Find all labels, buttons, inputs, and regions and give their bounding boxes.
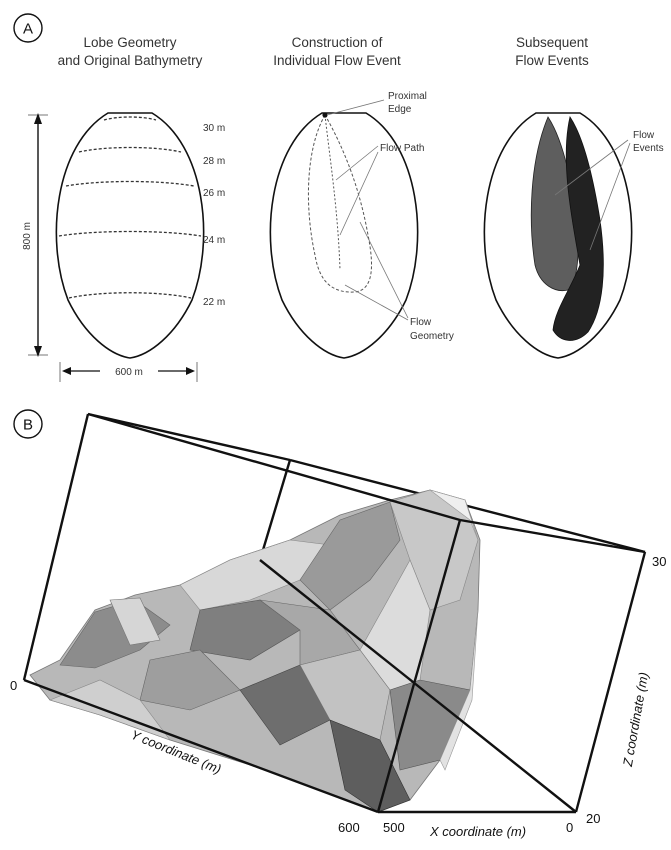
- col3-title-line1: Subsequent: [516, 35, 588, 50]
- col2-title-line2: Individual Flow Event: [273, 53, 401, 68]
- z-tick-high: 30: [652, 554, 666, 569]
- width-label: 600 m: [115, 367, 143, 378]
- y-tick-end: 600: [338, 820, 360, 835]
- x-tick-end: 0: [566, 820, 573, 835]
- flow-path-label: Flow Path: [380, 143, 424, 154]
- col2-title-line1: Construction of: [292, 35, 383, 50]
- proximal-edge-label-line1: Proximal: [388, 91, 427, 102]
- proximal-edge-point: [322, 112, 327, 117]
- contour-28: [79, 148, 181, 153]
- col1-title-line1: Lobe Geometry: [83, 35, 176, 50]
- panel-a: A Lobe Geometry and Original Bathymetry …: [14, 14, 664, 382]
- panel-a-label: A: [23, 21, 33, 38]
- height-label: 800 m: [22, 222, 33, 250]
- flow-events-label-line2: Events: [633, 143, 664, 154]
- lobe-2: [270, 100, 417, 358]
- contour-24: [59, 232, 201, 237]
- z-tick-low: 20: [586, 811, 600, 826]
- x-tick-start: 500: [383, 820, 405, 835]
- col3-title-line2: Flow Events: [515, 53, 589, 68]
- flow-path-line: [325, 115, 340, 270]
- contour-26: [66, 182, 194, 187]
- depth-22-label: 22 m: [203, 297, 225, 308]
- contour-30: [104, 117, 156, 120]
- flow-geometry-outline: [308, 115, 371, 292]
- depth-30-label: 30 m: [203, 123, 225, 134]
- flow-geometry-label-line1: Flow: [410, 317, 432, 328]
- contour-22: [69, 293, 191, 298]
- surface-3d: [30, 490, 480, 812]
- lobe-1: [56, 113, 203, 358]
- panel-b: B: [10, 410, 666, 839]
- lobe-1-outline: [56, 113, 203, 358]
- z-axis-label: Z coordinate (m): [620, 671, 652, 769]
- flow-events-label-line1: Flow: [633, 130, 655, 141]
- y-tick-start: 0: [10, 678, 17, 693]
- panel-b-label: B: [23, 417, 33, 434]
- depth-28-label: 28 m: [203, 156, 225, 167]
- flow-geometry-label-line2: Geometry: [410, 331, 454, 342]
- x-axis-label: X coordinate (m): [429, 824, 526, 839]
- depth-26-label: 26 m: [203, 188, 225, 199]
- proximal-edge-label-line2: Edge: [388, 104, 412, 115]
- depth-24-label: 24 m: [203, 235, 225, 246]
- lobe-3: [484, 113, 631, 358]
- col1-title-line2: and Original Bathymetry: [58, 53, 203, 68]
